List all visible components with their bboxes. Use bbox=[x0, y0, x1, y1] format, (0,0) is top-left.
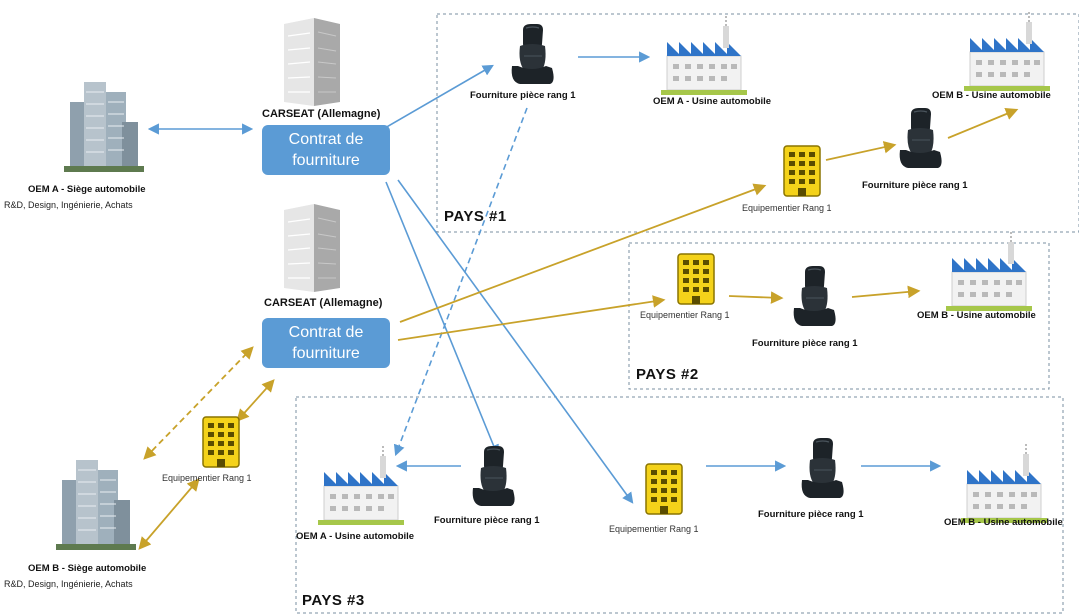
contract-line1: Contrat de bbox=[288, 324, 364, 341]
contract-line2: fourniture bbox=[292, 152, 360, 169]
contract-to-p3-supplier-arrow bbox=[397, 179, 634, 504]
yellow-building-icon bbox=[202, 416, 240, 468]
p1-seat-to-factory-b-arrow bbox=[947, 108, 1019, 139]
p2-supplier-to-seat-arrow bbox=[728, 291, 784, 304]
yellow-building-icon bbox=[645, 463, 683, 515]
p3-factory-b-label: OEM B - Usine automobile bbox=[944, 517, 1063, 528]
yellow-building-icon bbox=[677, 253, 715, 305]
p1-seat-label: Fourniture pièce rang 1 bbox=[470, 90, 576, 101]
office-tower-icon bbox=[283, 17, 341, 107]
factory-icon bbox=[317, 445, 405, 526]
contract-box-bottom: Contrat de fourniture bbox=[262, 318, 390, 368]
p1-supplier-to-seat-arrow bbox=[825, 141, 897, 161]
p1-seat-b-label: Fourniture pièce rang 1 bbox=[862, 180, 968, 191]
car-seat-icon bbox=[801, 437, 845, 499]
yellow-building-icon bbox=[783, 145, 821, 197]
contract-line2: fourniture bbox=[292, 345, 360, 362]
car-seat-icon bbox=[793, 265, 837, 327]
skyscraper-icon bbox=[55, 459, 137, 551]
pays1-label: PAYS #1 bbox=[444, 208, 507, 225]
supplier-to-hq-b-arrow bbox=[138, 478, 200, 550]
contract-to-p2-supplier-arrow bbox=[397, 295, 666, 341]
left-supplier-label: Equipementier Rang 1 bbox=[162, 473, 252, 483]
oem-b-hq-title: OEM B - Siège automobile bbox=[28, 563, 147, 574]
carseat-to-p1-seat-arrow bbox=[377, 64, 494, 133]
oem-b-hq-subtitle: R&D, Design, Ingénierie, Achats bbox=[4, 579, 133, 589]
p1-supplier-label: Equipementier Rang 1 bbox=[742, 203, 832, 213]
factory-icon bbox=[660, 15, 748, 96]
contract-to-p1-supplier-arrow bbox=[399, 183, 767, 323]
carseat-label-bottom: CARSEAT (Allemagne) bbox=[264, 297, 383, 309]
pays2-boundary bbox=[628, 242, 1050, 390]
p1-factory-a-label: OEM A - Usine automobile bbox=[653, 96, 772, 107]
p2-supplier-label: Equipementier Rang 1 bbox=[640, 310, 730, 320]
factory-icon bbox=[963, 11, 1051, 92]
car-seat-icon bbox=[511, 23, 555, 85]
office-tower-icon bbox=[283, 203, 341, 293]
pays3-label: PAYS #3 bbox=[302, 592, 365, 609]
pays1-boundary bbox=[436, 13, 1079, 233]
contract-box-top: Contrat de fourniture bbox=[262, 125, 390, 175]
p3-seat-b-label: Fourniture pièce rang 1 bbox=[758, 509, 864, 520]
hq-b-to-contract-dashed-arrow bbox=[143, 346, 254, 460]
p1-seat-to-p3-factory-dashed-arrow bbox=[393, 107, 528, 457]
pays2-label: PAYS #2 bbox=[636, 366, 699, 383]
factory-icon bbox=[960, 443, 1048, 524]
p2-seat-to-factory-b-arrow bbox=[851, 285, 921, 299]
skyscraper-icon bbox=[63, 81, 145, 173]
contract-line1: Contrat de bbox=[288, 131, 364, 148]
p3-seat-a-label: Fourniture pièce rang 1 bbox=[434, 515, 540, 526]
car-seat-icon bbox=[472, 445, 516, 507]
p2-seat-label: Fourniture pièce rang 1 bbox=[752, 338, 858, 349]
supplier-to-contract-arrow bbox=[236, 379, 275, 422]
oem-a-hq-title: OEM A - Siège automobile bbox=[28, 184, 146, 195]
country-boundaries bbox=[295, 13, 1079, 614]
car-seat-icon bbox=[899, 107, 943, 169]
gold-flow-arrows bbox=[138, 108, 1019, 550]
blue-flow-arrows bbox=[147, 51, 942, 504]
p2-factory-b-label: OEM B - Usine automobile bbox=[917, 310, 1036, 321]
contract-to-p3-seat-arrow bbox=[385, 181, 499, 457]
p3-factory-a-label: OEM A - Usine automobile bbox=[296, 531, 415, 542]
carseat-label-top: CARSEAT (Allemagne) bbox=[262, 108, 381, 120]
factory-icon bbox=[945, 231, 1033, 312]
p3-supplier-label: Equipementier Rang 1 bbox=[609, 524, 699, 534]
oem-a-hq-subtitle: R&D, Design, Ingénierie, Achats bbox=[4, 200, 133, 210]
p1-factory-b-label: OEM B - Usine automobile bbox=[932, 90, 1051, 101]
